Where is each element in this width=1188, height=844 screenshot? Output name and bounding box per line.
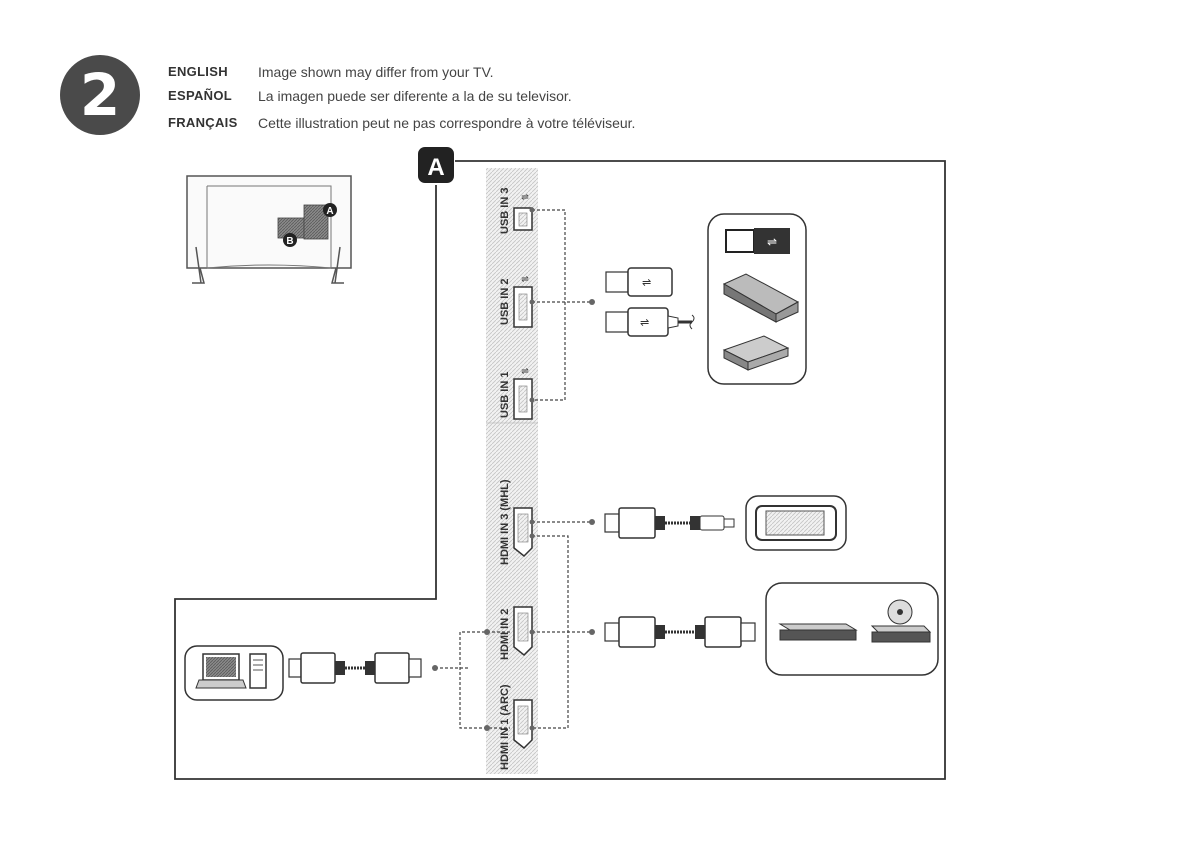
svg-text:⇌: ⇌ — [521, 366, 529, 376]
hard-drive-icon — [722, 335, 790, 371]
laptop-icon — [195, 653, 247, 689]
mhl-cable-icon — [604, 507, 735, 539]
note-spanish: La imagen puede ser diferente a la de su… — [258, 88, 572, 104]
svg-text:⇌: ⇌ — [521, 192, 529, 202]
hdmi-port-icon — [513, 507, 533, 750]
port-label-usb-in-1: USB IN 1 — [499, 371, 511, 418]
smartphone-icon — [755, 505, 837, 541]
usb-stick-icon: ⇌ ⇌ — [605, 267, 695, 337]
dvd-player-icon — [870, 599, 932, 643]
svg-text:⇌: ⇌ — [767, 235, 777, 249]
port-label-hdmi-in-2: HDMI IN 2 — [499, 608, 511, 660]
blu-ray-player-icon — [778, 623, 858, 641]
step-number-badge: 2 — [60, 55, 140, 135]
port-label-usb-in-3: USB IN 3 — [499, 187, 511, 234]
port-panel-strip — [486, 168, 538, 774]
usb-port-icon: ⇌ ⇌ ⇌ — [513, 192, 533, 420]
svg-text:⇌: ⇌ — [521, 274, 529, 284]
lang-label-english: ENGLISH — [168, 64, 228, 79]
note-french: Cette illustration peut ne pas correspon… — [258, 115, 636, 131]
svg-text:⇌: ⇌ — [640, 317, 649, 329]
callout-big-a: A — [427, 154, 444, 181]
port-label-hdmi-in-3-mhl: HDMI IN 3 (MHL) — [499, 479, 511, 565]
hdmi-cable-icon — [604, 616, 756, 648]
lang-label-spanish: ESPAÑOL — [168, 88, 232, 103]
usb-hub-icon — [722, 273, 800, 323]
port-label-hdmi-in-1-arc: HDMI IN 1 (ARC) — [499, 684, 511, 770]
hdmi-cable-icon — [288, 652, 422, 684]
callout-small-b: B — [286, 236, 293, 247]
usb-stick-icon: ⇌ — [725, 228, 790, 254]
note-english: Image shown may differ from your TV. — [258, 64, 494, 80]
desktop-pc-icon — [249, 653, 267, 689]
lang-label-french: FRANÇAIS — [168, 115, 238, 130]
tv-back-icon — [186, 175, 352, 284]
panel-a-outline — [174, 160, 946, 780]
callout-small-a: A — [326, 206, 333, 217]
port-label-usb-in-2: USB IN 2 — [499, 278, 511, 325]
svg-text:⇌: ⇌ — [642, 277, 651, 289]
connection-dots — [432, 207, 595, 731]
